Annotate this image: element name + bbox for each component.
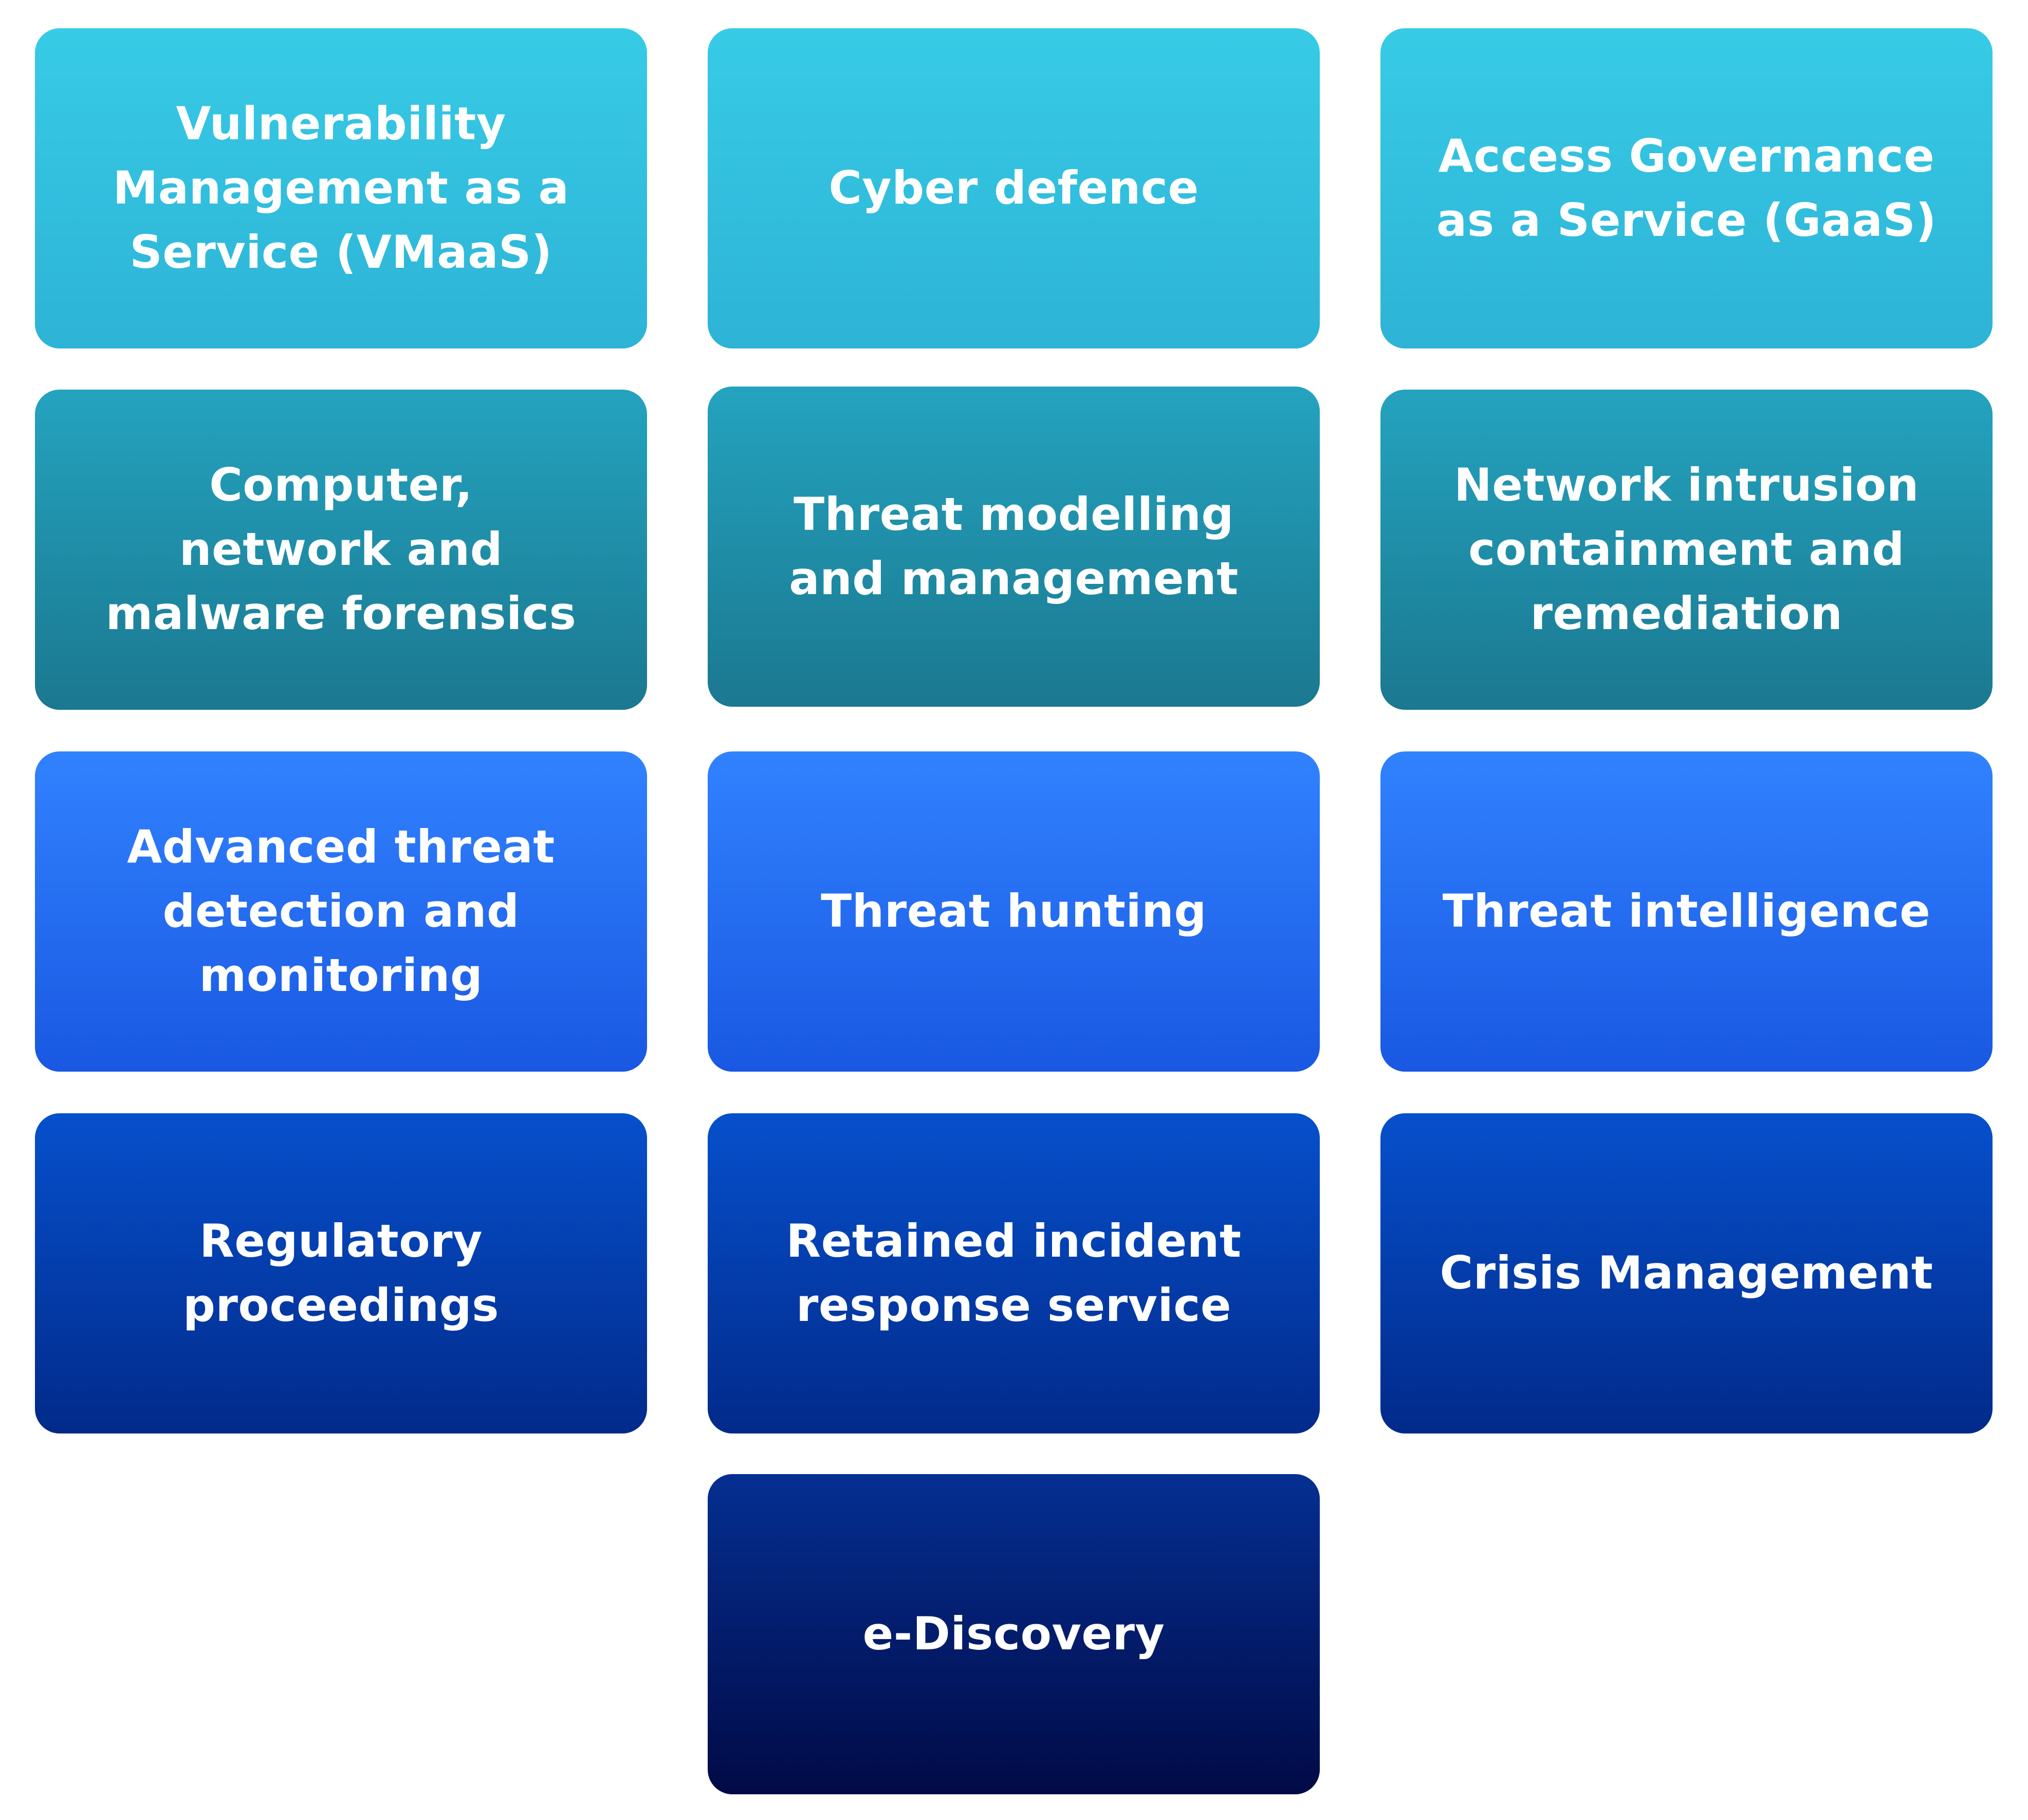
tile-label: Retained incident response service [786,1214,1242,1332]
tile-advanced-threat-detection: Advanced threat detection and monitoring [35,751,647,1072]
tile-retained-incident-response: Retained incident response service [708,1113,1320,1433]
tile-access-governance: Access Governance as a Service (GaaS) [1380,28,1993,348]
tile-label: Network intrusion containment and remedi… [1454,458,1919,640]
tile-label: Regulatory proceedings [182,1214,500,1332]
tile-threat-modelling: Threat modelling and management [708,387,1320,707]
tile-cyber-defence: Cyber defence [708,28,1320,348]
tile-threat-intelligence: Threat intelligence [1380,751,1993,1072]
tile-label: Access Governance as a Service (GaaS) [1436,129,1937,247]
tile-label: Threat modelling and management [789,487,1239,605]
tile-forensics: Computer, network and malware forensics [35,390,647,710]
tile-label: Advanced threat detection and monitoring [127,820,555,1002]
tile-crisis-management: Crisis Management [1380,1113,1993,1433]
tile-threat-hunting: Threat hunting [708,751,1320,1072]
tile-label: e-Discovery [862,1607,1165,1661]
tile-network-intrusion: Network intrusion containment and remedi… [1380,390,1993,710]
tile-e-discovery: e-Discovery [708,1474,1320,1794]
tile-label: Computer, network and malware forensics [105,458,577,640]
tile-label: Threat intelligence [1442,885,1931,938]
tile-label: Crisis Management [1440,1246,1933,1300]
tile-label: Threat hunting [821,885,1207,938]
tile-label: Cyber defence [828,161,1199,215]
tile-vulnerability-management: Vulnerability Management as a Service (V… [35,28,647,348]
tile-label: Vulnerability Management as a Service (V… [113,97,569,279]
tile-regulatory-proceedings: Regulatory proceedings [35,1113,647,1433]
